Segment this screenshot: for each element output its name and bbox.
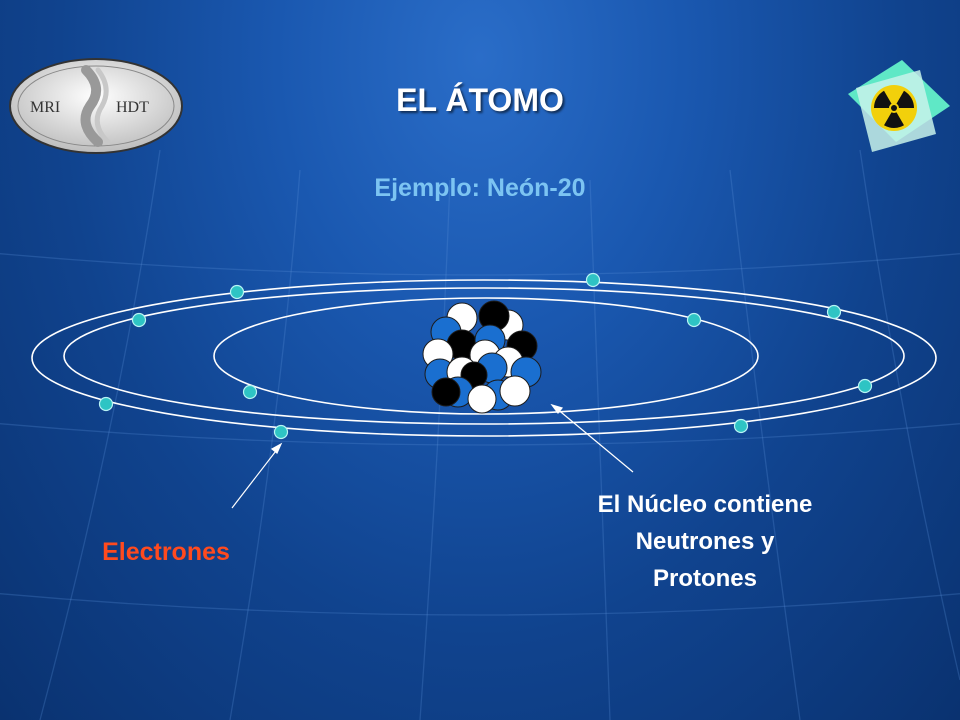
electron <box>585 272 601 288</box>
neutron <box>499 375 531 407</box>
electrons-arrowhead <box>270 442 283 454</box>
orbit-inner <box>213 297 759 415</box>
electron <box>733 418 749 434</box>
neutron <box>467 384 497 414</box>
logo-text-left: MRI <box>30 99 60 116</box>
radiation-icon <box>848 60 950 152</box>
mri-hdt-logo: MRI HDT <box>9 58 183 154</box>
nucleus-label: El Núcleo contiene Neutrones y Protones <box>530 486 880 597</box>
orbit-middle <box>63 287 905 425</box>
nucleus-label-line-2: Neutrones y <box>635 528 775 555</box>
nucleus-label-line-1: El Núcleo contiene <box>597 491 813 518</box>
logo-text-right: HDT <box>116 99 149 116</box>
electron <box>273 424 289 440</box>
nucleus-label-line-3: Protones <box>652 565 757 592</box>
electron <box>98 396 114 412</box>
electron <box>229 284 245 300</box>
electron <box>686 312 702 328</box>
page-title: EL ÁTOMO <box>396 82 564 118</box>
electrons-pointer-arrow <box>231 446 280 509</box>
electron <box>857 378 873 394</box>
nucleus-arrowhead <box>550 403 564 414</box>
electrons <box>98 272 873 440</box>
example-subtitle: Ejemplo: Neón-20 <box>374 174 586 202</box>
orbit-outer <box>31 279 937 437</box>
electron <box>131 312 147 328</box>
nucleus-pointer-arrow <box>555 407 634 473</box>
electron <box>826 304 842 320</box>
neutron <box>431 377 461 407</box>
electron <box>242 384 258 400</box>
nucleus <box>422 300 542 414</box>
electrons-label: Electrones <box>102 538 230 566</box>
